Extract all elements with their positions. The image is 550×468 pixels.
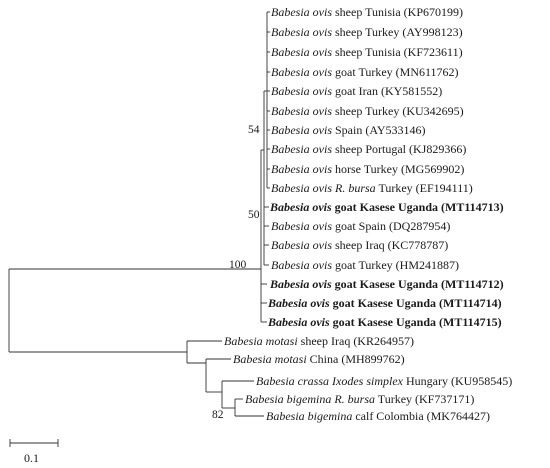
scale-bar: 0.1 (9, 439, 59, 465)
bootstrap-value-54: 54 (248, 124, 260, 136)
leaf-label: Babesia ovis goat Kasese Uganda (MT11471… (267, 315, 502, 329)
leaf-label: Babesia crassa Ixodes simplex Hungary (K… (256, 374, 512, 388)
leaf-species-name: Babesia crassa Ixodes simplex (256, 374, 404, 388)
leaf-label: Babesia ovis sheep Tunisia (KP670199) (271, 5, 463, 19)
leaf-label: Babesia bigemina R. bursa Turkey (KF7371… (245, 392, 474, 406)
leaf-species-name: Babesia ovis (267, 296, 330, 310)
leaf-descriptor: Spain (AY533146) (332, 123, 426, 137)
leaf-descriptor: goat Kasese Uganda (MT114712) (332, 277, 504, 291)
leaf-descriptor: Turkey (KF737171) (375, 392, 474, 406)
leaf-descriptor: sheep Portugal (KJ829366) (332, 142, 466, 156)
leaf-descriptor: sheep Tunisia (KP670199) (332, 5, 463, 19)
leaf-label: Babesia ovis Spain (AY533146) (271, 123, 426, 137)
leaf-species-name: Babesia ovis (271, 162, 332, 176)
leaf-species-name: Babesia ovis (271, 258, 332, 272)
leaf-label: Babesia ovis horse Turkey (MG569902) (271, 162, 464, 176)
leaf-species-name: Babesia ovis (271, 25, 332, 39)
leaf-descriptor: goat Kasese Uganda (MT114713) (332, 200, 504, 214)
leaf-species-name: Babesia ovis (271, 45, 332, 59)
leaf-label: Babesia ovis R. bursa Turkey (EF194111) (271, 181, 473, 195)
leaf-descriptor: goat Spain (DQ287954) (332, 219, 450, 233)
leaf-descriptor: sheep Iraq (KR264957) (298, 334, 414, 348)
leaf-label: Babesia ovis goat Kasese Uganda (MT11471… (267, 296, 502, 310)
tree-branches (8, 11, 270, 417)
leaf-label: Babesia ovis sheep Tunisia (KF723611) (271, 45, 463, 59)
leaf-label: Babesia ovis goat Turkey (MN611762) (271, 65, 459, 79)
leaf-label: Babesia motasi sheep Iraq (KR264957) (224, 334, 414, 348)
bootstrap-value-82: 82 (212, 409, 224, 421)
leaf-species-name: Babesia ovis (271, 142, 332, 156)
leaf-label: Babesia ovis goat Kasese Uganda (MT11471… (269, 200, 504, 214)
leaf-descriptor: sheep Iraq (KC778787) (332, 238, 448, 252)
leaf-label: Babesia ovis sheep Turkey (AY998123) (271, 25, 463, 39)
leaf-descriptor: goat Kasese Uganda (MT114715) (330, 315, 502, 329)
leaf-species-name: Babesia ovis (269, 200, 332, 214)
leaf-descriptor: sheep Turkey (KU342695) (332, 104, 464, 118)
leaf-species-name: Babesia ovis (271, 104, 332, 118)
leaf-descriptor: Turkey (EF194111) (376, 181, 473, 195)
leaf-label: Babesia ovis goat Kasese Uganda (MT11471… (269, 277, 504, 291)
leaf-species-name: Babesia ovis (267, 315, 330, 329)
leaf-label: Babesia ovis sheep Iraq (KC778787) (271, 238, 448, 252)
bootstrap-labels: 54 50 100 82 (212, 124, 260, 421)
leaf-species-name: Babesia ovis (271, 65, 332, 79)
leaf-descriptor: calf Colombia (MK764427) (352, 409, 490, 423)
leaf-species-name: Babesia bigemina R. bursa (245, 392, 375, 406)
leaf-descriptor: goat Kasese Uganda (MT114714) (330, 296, 502, 310)
leaf-descriptor: sheep Tunisia (KF723611) (332, 45, 463, 59)
leaf-species-name: Babesia ovis R. bursa (271, 181, 376, 195)
leaf-descriptor: China (MH899762) (307, 352, 405, 366)
leaf-species-name: Babesia bigemina (266, 409, 352, 423)
leaf-label: Babesia ovis sheep Turkey (KU342695) (271, 104, 464, 118)
leaf-species-name: Babesia ovis (271, 238, 332, 252)
leaf-species-name: Babesia ovis (271, 123, 332, 137)
bootstrap-value-50: 50 (248, 209, 260, 221)
leaf-descriptor: goat Iran (KY581552) (332, 84, 442, 98)
leaf-descriptor: Hungary (KU958545) (403, 374, 512, 388)
leaf-label: Babesia ovis goat Spain (DQ287954) (271, 219, 450, 233)
leaf-descriptor: horse Turkey (MG569902) (332, 162, 464, 176)
leaf-descriptor: goat Turkey (HM241887) (332, 258, 459, 272)
leaf-descriptor: sheep Turkey (AY998123) (332, 25, 463, 39)
leaf-species-name: Babesia ovis (271, 5, 332, 19)
leaf-species-name: Babesia motasi (224, 334, 298, 348)
leaf-label: Babesia ovis sheep Portugal (KJ829366) (271, 142, 466, 156)
bootstrap-value-100: 100 (229, 259, 247, 271)
scale-bar-label: 0.1 (24, 451, 39, 465)
leaf-species-name: Babesia ovis (271, 219, 332, 233)
leaf-label: Babesia bigemina calf Colombia (MK764427… (266, 409, 490, 423)
leaf-descriptor: goat Turkey (MN611762) (332, 65, 459, 79)
leaf-label: Babesia ovis goat Turkey (HM241887) (271, 258, 459, 272)
leaf-species-name: Babesia ovis (269, 277, 332, 291)
leaf-label: Babesia motasi China (MH899762) (233, 352, 405, 366)
leaf-labels: Babesia ovis sheep Tunisia (KP670199)Bab… (224, 5, 512, 423)
leaf-label: Babesia ovis goat Iran (KY581552) (271, 84, 442, 98)
leaf-species-name: Babesia ovis (271, 84, 332, 98)
leaf-species-name: Babesia motasi (233, 352, 307, 366)
